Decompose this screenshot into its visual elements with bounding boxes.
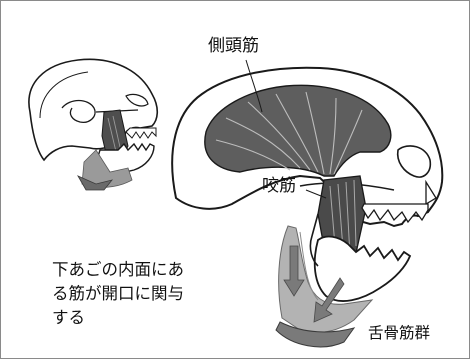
temporalis-label: 側頭筋 bbox=[208, 38, 259, 55]
large-mandible bbox=[315, 237, 410, 302]
small-upper-teeth bbox=[126, 128, 156, 138]
small-skull bbox=[29, 59, 157, 190]
small-cranium bbox=[29, 59, 157, 160]
jaw-opening-note: 下あごの内面にあ る筋が開口に関与 する bbox=[52, 258, 220, 330]
hyoid-muscles-label: 舌骨筋群 bbox=[368, 326, 430, 342]
masseter-label: 咬筋 bbox=[262, 178, 296, 195]
